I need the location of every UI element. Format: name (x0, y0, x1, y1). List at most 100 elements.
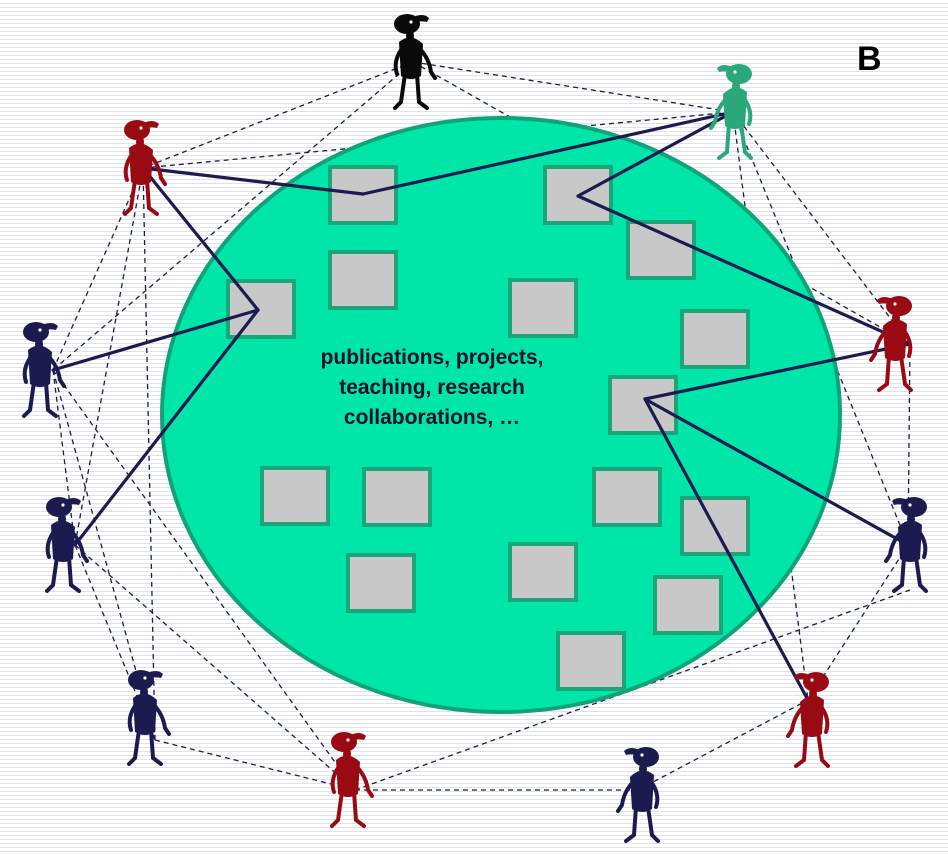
person-body (28, 345, 52, 387)
person-eye (640, 753, 644, 757)
activity-box (556, 631, 626, 691)
participation-link (576, 110, 735, 198)
person-arm (616, 779, 636, 813)
participation-link (643, 397, 810, 702)
person-cap (141, 121, 159, 130)
activity-box (680, 496, 750, 556)
person-arm (918, 531, 928, 559)
activity-description-line-3: collaborations, … (343, 406, 521, 429)
person-body (800, 695, 824, 737)
person-cap (794, 673, 812, 682)
person-eye (733, 70, 737, 74)
person-body (630, 770, 654, 812)
person-figure (884, 497, 928, 593)
activity-box (508, 542, 578, 602)
person-body (883, 319, 907, 361)
person-leg (415, 72, 429, 110)
participation-link (361, 110, 735, 196)
person-eye (143, 676, 147, 680)
person-leg (45, 555, 59, 593)
social-link (142, 61, 414, 169)
social-link (154, 739, 356, 791)
person-arm (151, 702, 171, 736)
activity-box (608, 375, 678, 435)
person-eye (61, 503, 65, 507)
panel-label: B (857, 40, 882, 78)
activity-box (346, 553, 416, 613)
person-leg (145, 178, 159, 216)
person-cap (717, 65, 735, 74)
activity-box (508, 278, 578, 338)
person-cap (624, 748, 642, 757)
participation-link (141, 166, 365, 196)
person-arm (393, 48, 403, 76)
person-body (898, 520, 922, 562)
activity-box (328, 250, 398, 310)
person-cap (63, 498, 81, 507)
person-cap (145, 671, 163, 680)
person-arm (869, 328, 889, 362)
person-figure (786, 672, 830, 768)
person-arm (45, 531, 55, 559)
person-arm (123, 154, 133, 182)
participation-link (576, 194, 912, 346)
participation-link (51, 308, 260, 372)
person-figure (22, 322, 66, 418)
participation-link (643, 342, 912, 401)
person-leg (739, 122, 753, 160)
social-link (74, 544, 356, 791)
activity-box (226, 279, 296, 339)
person-cap (892, 498, 910, 507)
person-leg (393, 72, 407, 110)
person-arm (743, 98, 753, 126)
person-leg (352, 790, 366, 828)
person-figure (709, 64, 753, 160)
person-arm (417, 46, 437, 80)
person-arm (69, 529, 89, 563)
social-link (74, 167, 144, 546)
person-leg (899, 354, 913, 392)
person-leg (892, 555, 906, 593)
person-leg (67, 555, 81, 593)
social-link (52, 369, 76, 546)
person-body (723, 87, 747, 129)
person-eye (139, 126, 143, 130)
activity-description-line-2: teaching, research (339, 376, 525, 399)
person-arm (820, 706, 830, 734)
person-arm (147, 152, 167, 186)
person-leg (127, 728, 141, 766)
activity-box (260, 466, 330, 526)
activity-description: publications, projects, teaching, resear… (262, 343, 602, 433)
person-leg (149, 728, 163, 766)
person-eye (893, 302, 897, 306)
person-figure (45, 497, 89, 593)
person-eye (908, 503, 912, 507)
social-link (907, 343, 911, 546)
person-figure (616, 747, 660, 843)
person-arm (127, 704, 137, 732)
activity-description-line-1: publications, projects, (320, 346, 544, 369)
person-arm (330, 766, 340, 794)
participation-link (73, 308, 260, 547)
person-eye (409, 20, 413, 24)
social-link (52, 167, 144, 371)
person-leg (877, 354, 891, 392)
person-arm (786, 704, 806, 738)
people (22, 14, 928, 843)
participation-link (643, 397, 910, 547)
activity-box (592, 467, 662, 527)
person-eye (346, 738, 350, 742)
person-arm (46, 354, 66, 388)
person-cap (411, 15, 429, 24)
social-link (732, 111, 909, 546)
person-arm (903, 330, 913, 358)
activity-box (626, 220, 696, 280)
participation-link (141, 166, 260, 312)
person-body (336, 755, 360, 797)
person-figure (123, 120, 167, 216)
person-leg (646, 805, 660, 843)
person-figure (393, 14, 437, 110)
social-link (807, 544, 909, 701)
person-cap (877, 297, 895, 306)
activity-box (362, 467, 432, 527)
